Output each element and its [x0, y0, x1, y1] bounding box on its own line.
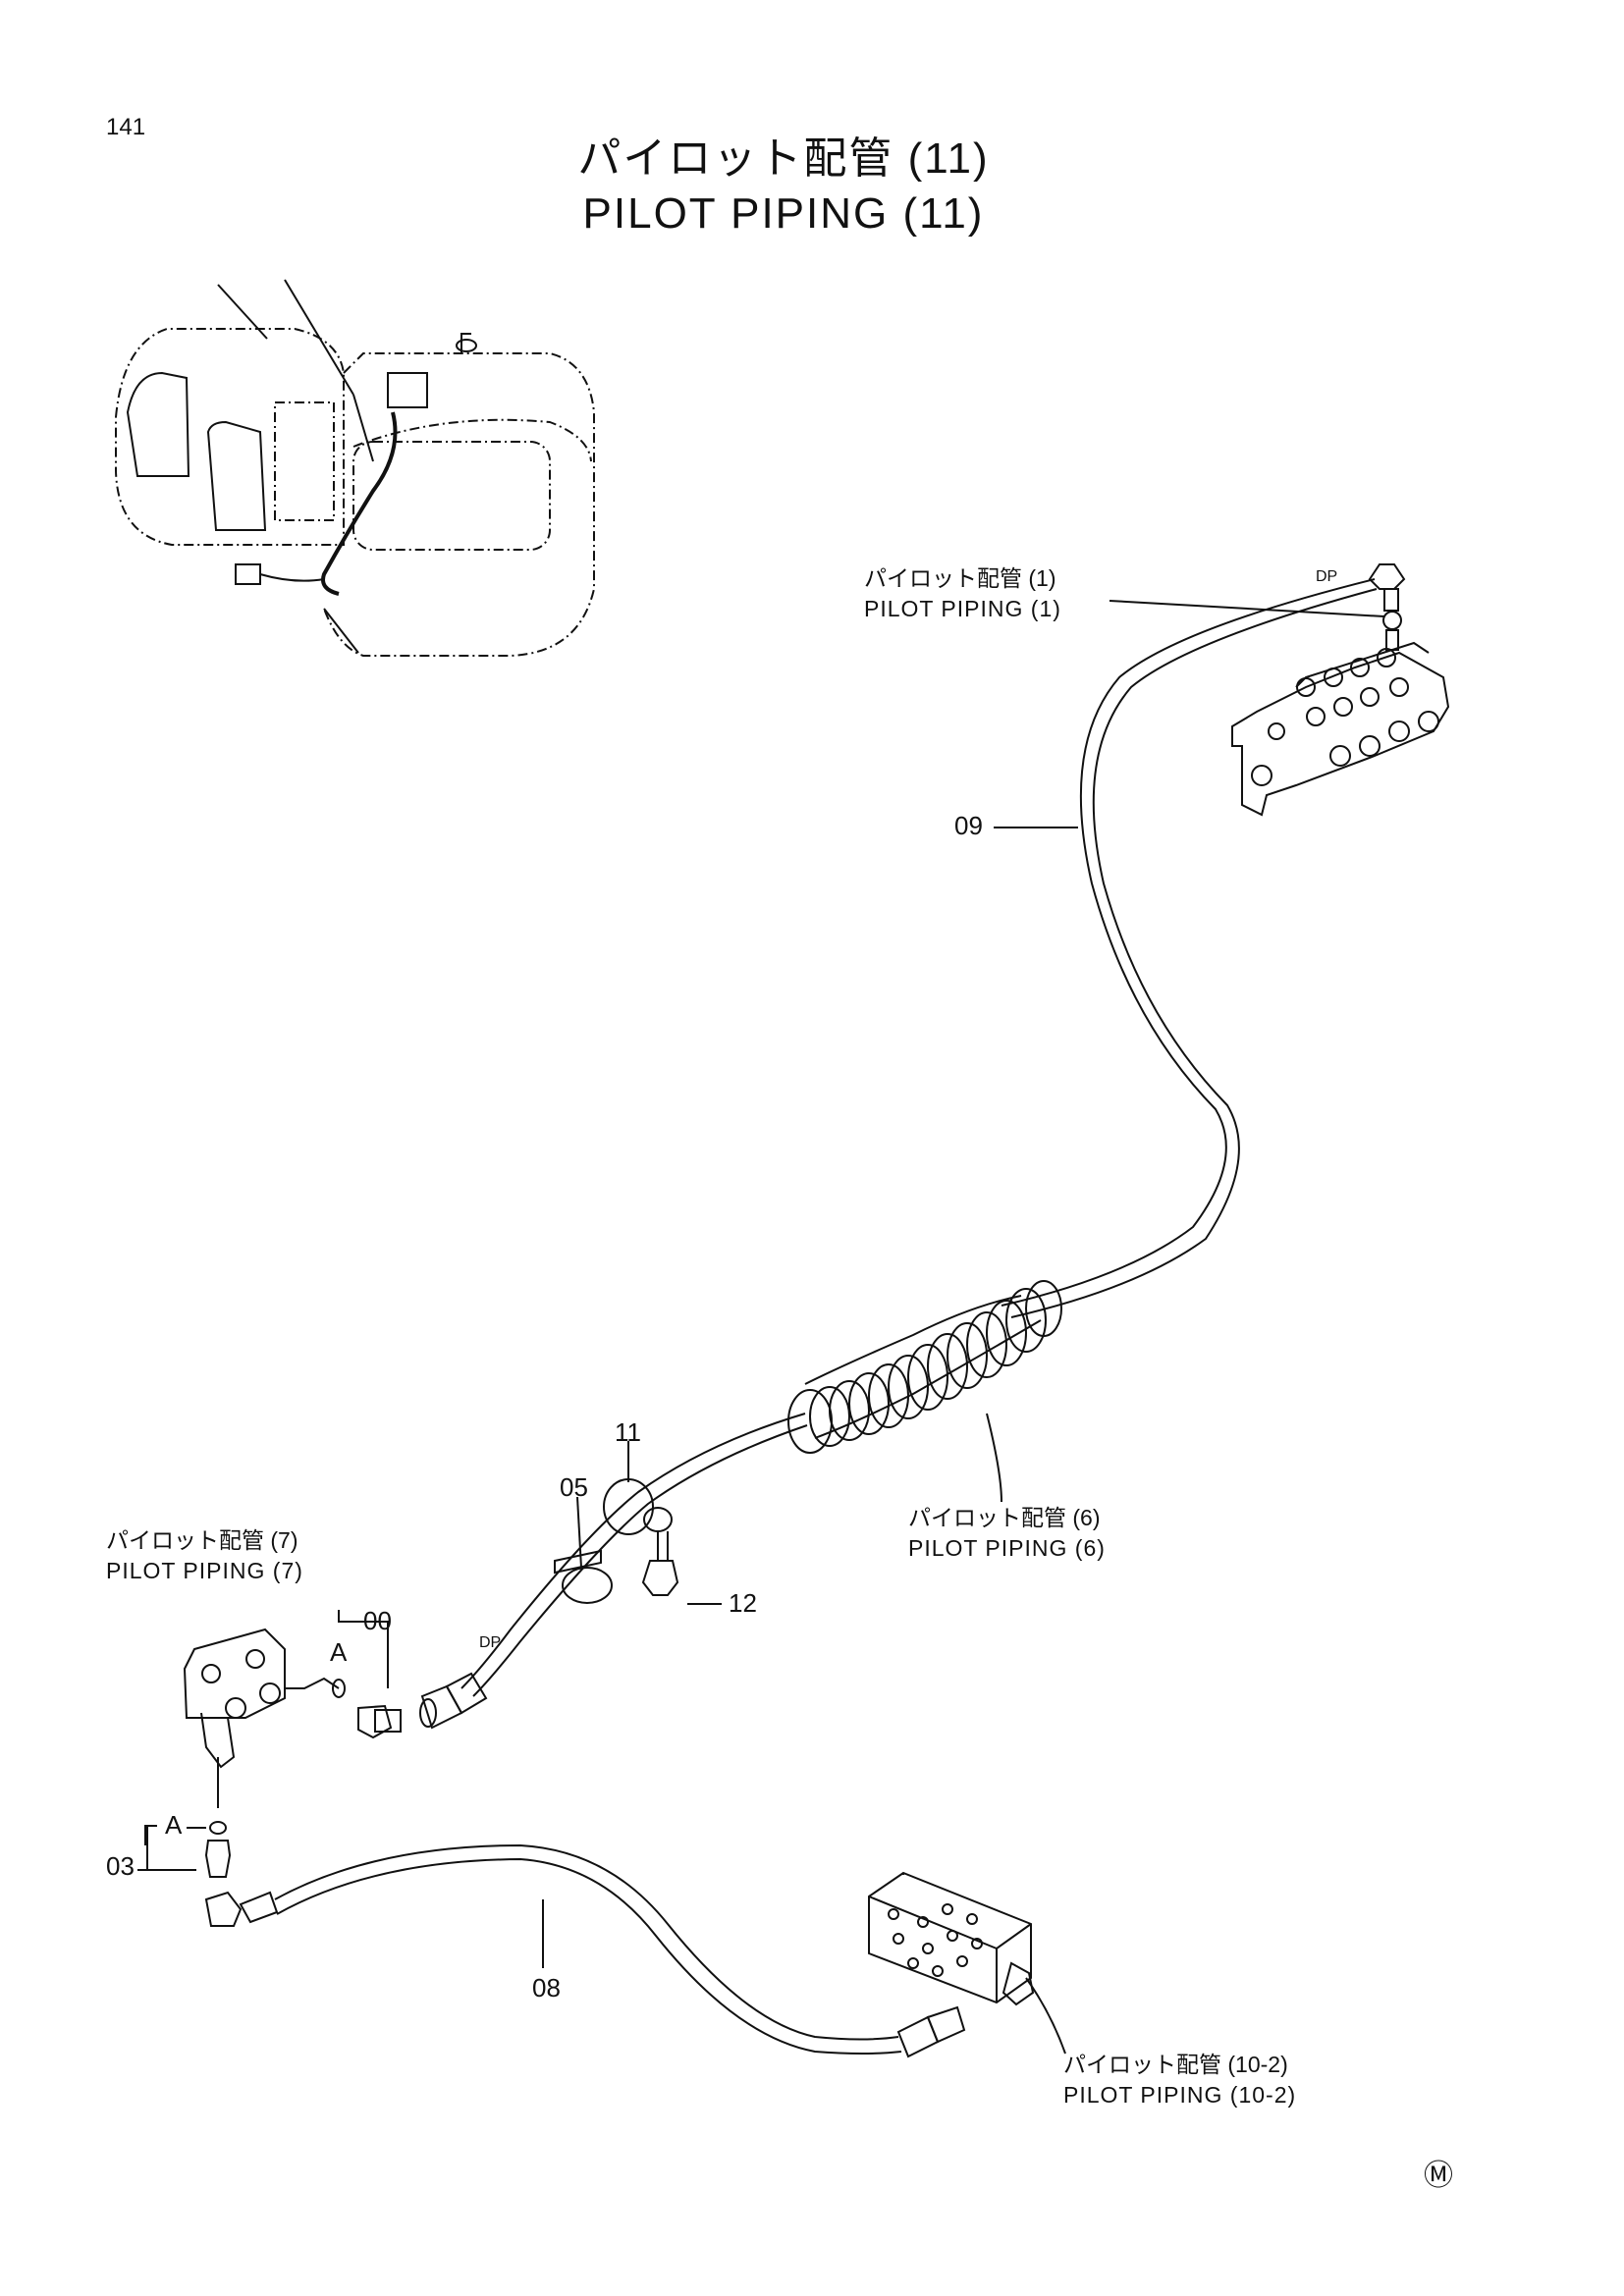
reference-jp: パイロット配管 (10-2): [1063, 2052, 1288, 2077]
reference-jp: パイロット配管 (7): [106, 1527, 298, 1553]
marker-dp-lower: DP: [479, 1634, 502, 1651]
reference-en: PILOT PIPING (6): [908, 1535, 1106, 1561]
part-number-11[interactable]: 11: [615, 1417, 641, 1447]
reference-pilot-piping-10-2[interactable]: パイロット配管 (10-2) PILOT PIPING (10-2): [1063, 2054, 1296, 2107]
page-title-en: PILOT PIPING (11): [582, 189, 985, 238]
hose-lower-left: [419, 1413, 808, 1730]
reference-jp: パイロット配管 (6): [908, 1505, 1101, 1530]
manifold-block: [868, 1871, 1035, 2006]
reference-pilot-piping-7[interactable]: パイロット配管 (7) PILOT PIPING (7): [106, 1529, 303, 1582]
leader-lines: [137, 600, 1385, 2055]
reference-en: PILOT PIPING (1): [864, 596, 1061, 621]
part-number-09[interactable]: 09: [954, 811, 983, 840]
excavator-overview: [115, 279, 595, 657]
hose-09: [1001, 578, 1378, 1318]
coil-wrap: [787, 1280, 1062, 1454]
marker-dp-upper: DP: [1316, 568, 1338, 585]
part-number-05[interactable]: 05: [560, 1472, 588, 1502]
page-title-jp: パイロット配管 (11): [577, 134, 990, 183]
reference-pilot-piping-6[interactable]: パイロット配管 (6) PILOT PIPING (6): [908, 1507, 1106, 1560]
part-number-03[interactable]: 03: [106, 1851, 135, 1881]
hose-08: [204, 1843, 966, 2058]
reference-jp: パイロット配管 (1): [864, 565, 1056, 591]
page-number: 141: [106, 114, 146, 140]
reference-en: PILOT PIPING (10-2): [1063, 2082, 1297, 2108]
m-mark: Ⓜ: [1424, 2160, 1453, 2192]
part-number-12[interactable]: 12: [729, 1588, 757, 1618]
marker-a-upper: A: [330, 1637, 348, 1667]
part-number-08[interactable]: 08: [532, 1973, 561, 2002]
marker-a-lower: A: [165, 1810, 183, 1840]
reference-pilot-piping-1[interactable]: パイロット配管 (1) PILOT PIPING (1): [864, 567, 1061, 620]
shuttle-valve: [183, 1628, 402, 1878]
pilot-valve-block: [1231, 563, 1450, 817]
reference-en: PILOT PIPING (7): [106, 1558, 303, 1583]
